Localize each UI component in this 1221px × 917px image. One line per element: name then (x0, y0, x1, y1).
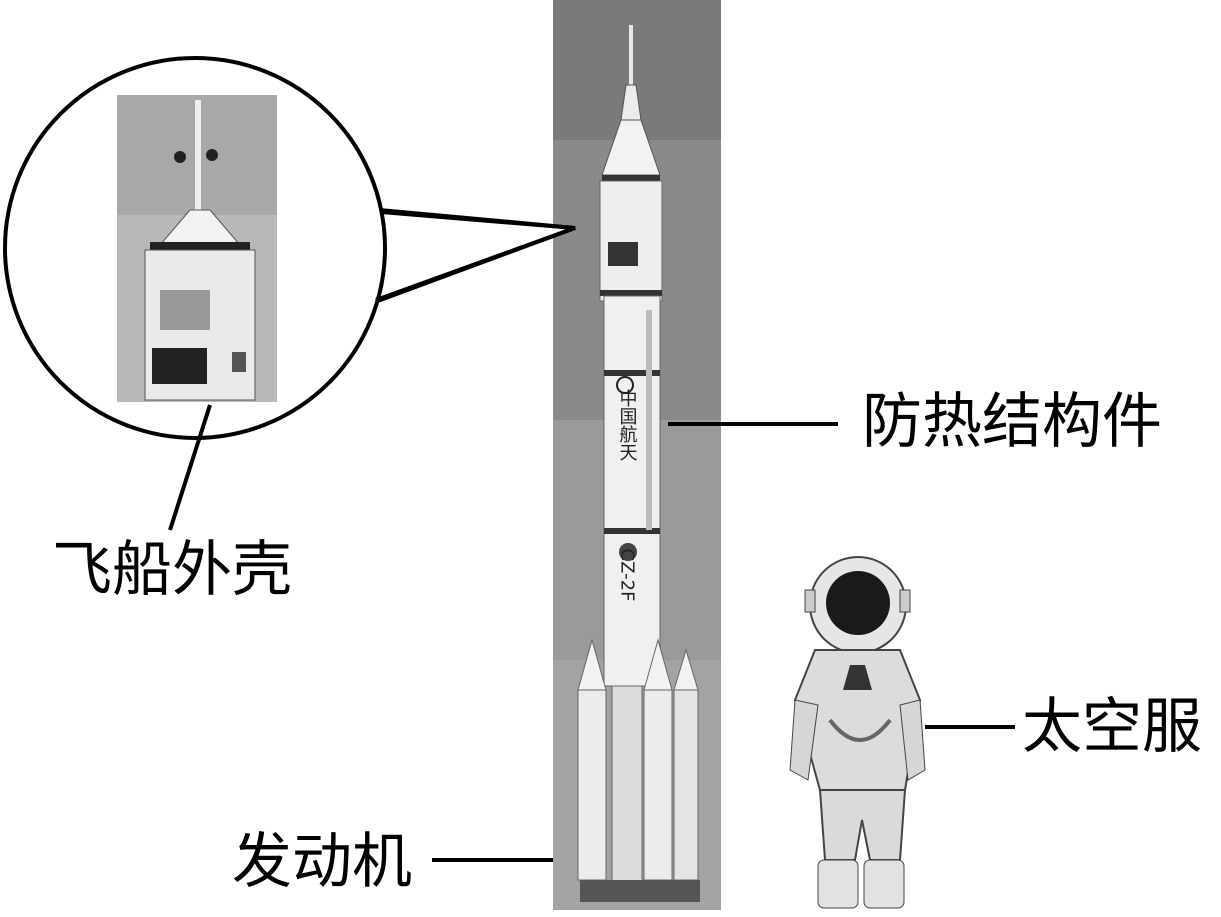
spacecraft-closeup (117, 95, 277, 402)
zoom-bubble (3, 56, 576, 440)
label-spacecraft-shell: 飞船外壳 (52, 535, 292, 605)
rocket-photo: 中国航天 CZ-2F (553, 0, 721, 910)
label-engine: 发动机 (232, 827, 412, 897)
rocket-model-text: CZ-2F (617, 549, 638, 602)
rocket-name-text: 中国航天 (617, 389, 638, 461)
label-spacesuit: 太空服 (1022, 692, 1202, 762)
label-heat-shield: 防热结构件 (862, 387, 1162, 457)
shell-leader-line (168, 404, 212, 531)
astronaut-photo (789, 556, 926, 909)
